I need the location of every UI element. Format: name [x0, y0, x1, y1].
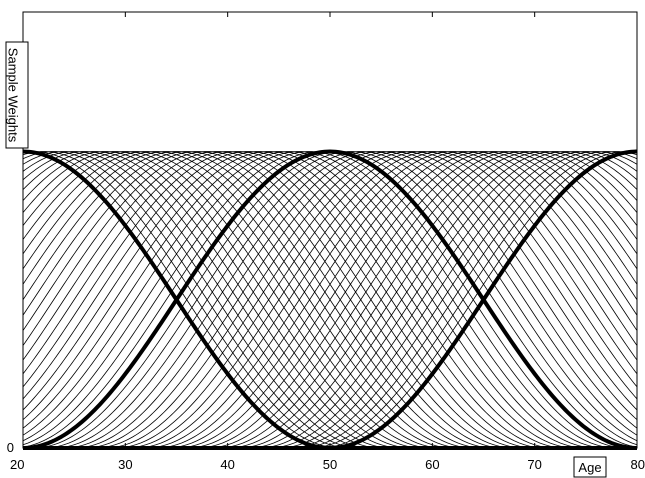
weight-curve [23, 151, 638, 449]
highlighted-weight-curve-50 [22, 149, 638, 450]
x-ticks [22, 12, 638, 448]
plot-frame [22, 11, 638, 449]
x-tick-label: 80 [631, 457, 645, 472]
weight-curve [23, 151, 638, 449]
weight-curve [23, 151, 638, 449]
ylabel: Sample Weights [6, 48, 21, 143]
ylabel-group: Sample Weights [5, 41, 29, 149]
xlabel-group: Age [573, 456, 607, 478]
ylabel-box [5, 41, 29, 149]
x-tick-label: 30 [118, 457, 132, 472]
x-tick-label: 20 [10, 457, 24, 472]
x-tick-label: 50 [323, 457, 337, 472]
x-tick-label: 60 [425, 457, 439, 472]
y-tick-labels: 0 [7, 440, 14, 455]
weight-curve [23, 151, 638, 449]
xlabel-box [573, 456, 607, 478]
x-tick-label: 40 [220, 457, 234, 472]
weight-curve [23, 151, 638, 449]
x-tick-label: 70 [527, 457, 541, 472]
x-tick-labels: 20 30 40 50 60 70 80 [10, 457, 645, 472]
y-tick-label: 0 [7, 440, 14, 455]
xlabel: Age [578, 460, 601, 475]
weight-curve [23, 151, 638, 449]
